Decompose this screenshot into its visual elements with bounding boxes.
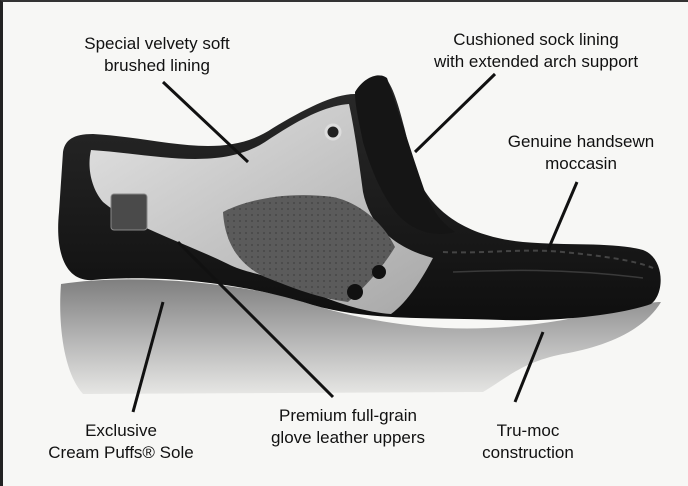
heel-brand-tag [111, 194, 147, 230]
callout-velvety-lining: Special velvety soft brushed lining [57, 33, 257, 77]
callout-tru-moc: Tru-moc construction [458, 420, 598, 464]
callout-line: glove leather uppers [243, 427, 453, 449]
callout-line: moccasin [481, 153, 681, 175]
callout-line: Cushioned sock lining [401, 29, 671, 51]
callout-sole: Exclusive Cream Puffs® Sole [21, 420, 221, 464]
callout-line: Tru-moc [458, 420, 598, 442]
callout-line: Genuine handsewn [481, 131, 681, 153]
callout-line: brushed lining [57, 55, 257, 77]
callout-sock-lining: Cushioned sock lining with extended arch… [401, 29, 671, 73]
callout-line: Premium full-grain [243, 405, 453, 427]
callout-line: Exclusive [21, 420, 221, 442]
callout-line: construction [458, 442, 598, 464]
eyelet [347, 284, 363, 300]
callout-moccasin: Genuine handsewn moccasin [481, 131, 681, 175]
eyelet [372, 265, 386, 279]
callout-line: with extended arch support [401, 51, 671, 73]
callout-line: Special velvety soft [57, 33, 257, 55]
eyelet [326, 125, 340, 139]
callout-line: Cream Puffs® Sole [21, 442, 221, 464]
callout-leather: Premium full-grain glove leather uppers [243, 405, 453, 449]
